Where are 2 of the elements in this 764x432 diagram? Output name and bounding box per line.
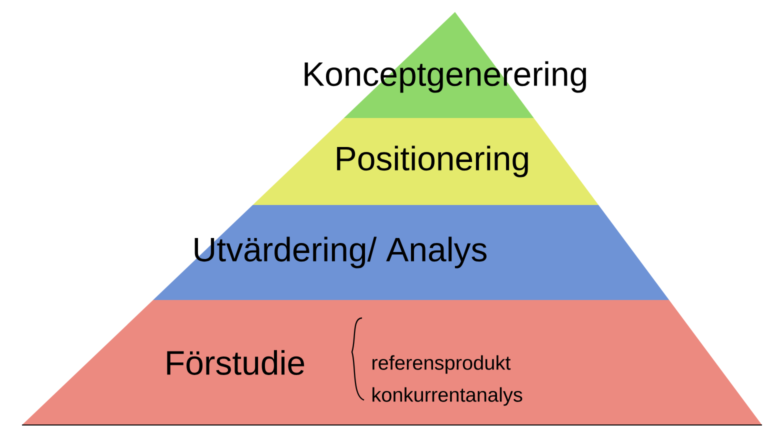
pyramid-band: Förstudie referensprodukt konkurrentanalys	[22, 300, 762, 425]
pyramid-band: Positionering	[252, 118, 598, 205]
